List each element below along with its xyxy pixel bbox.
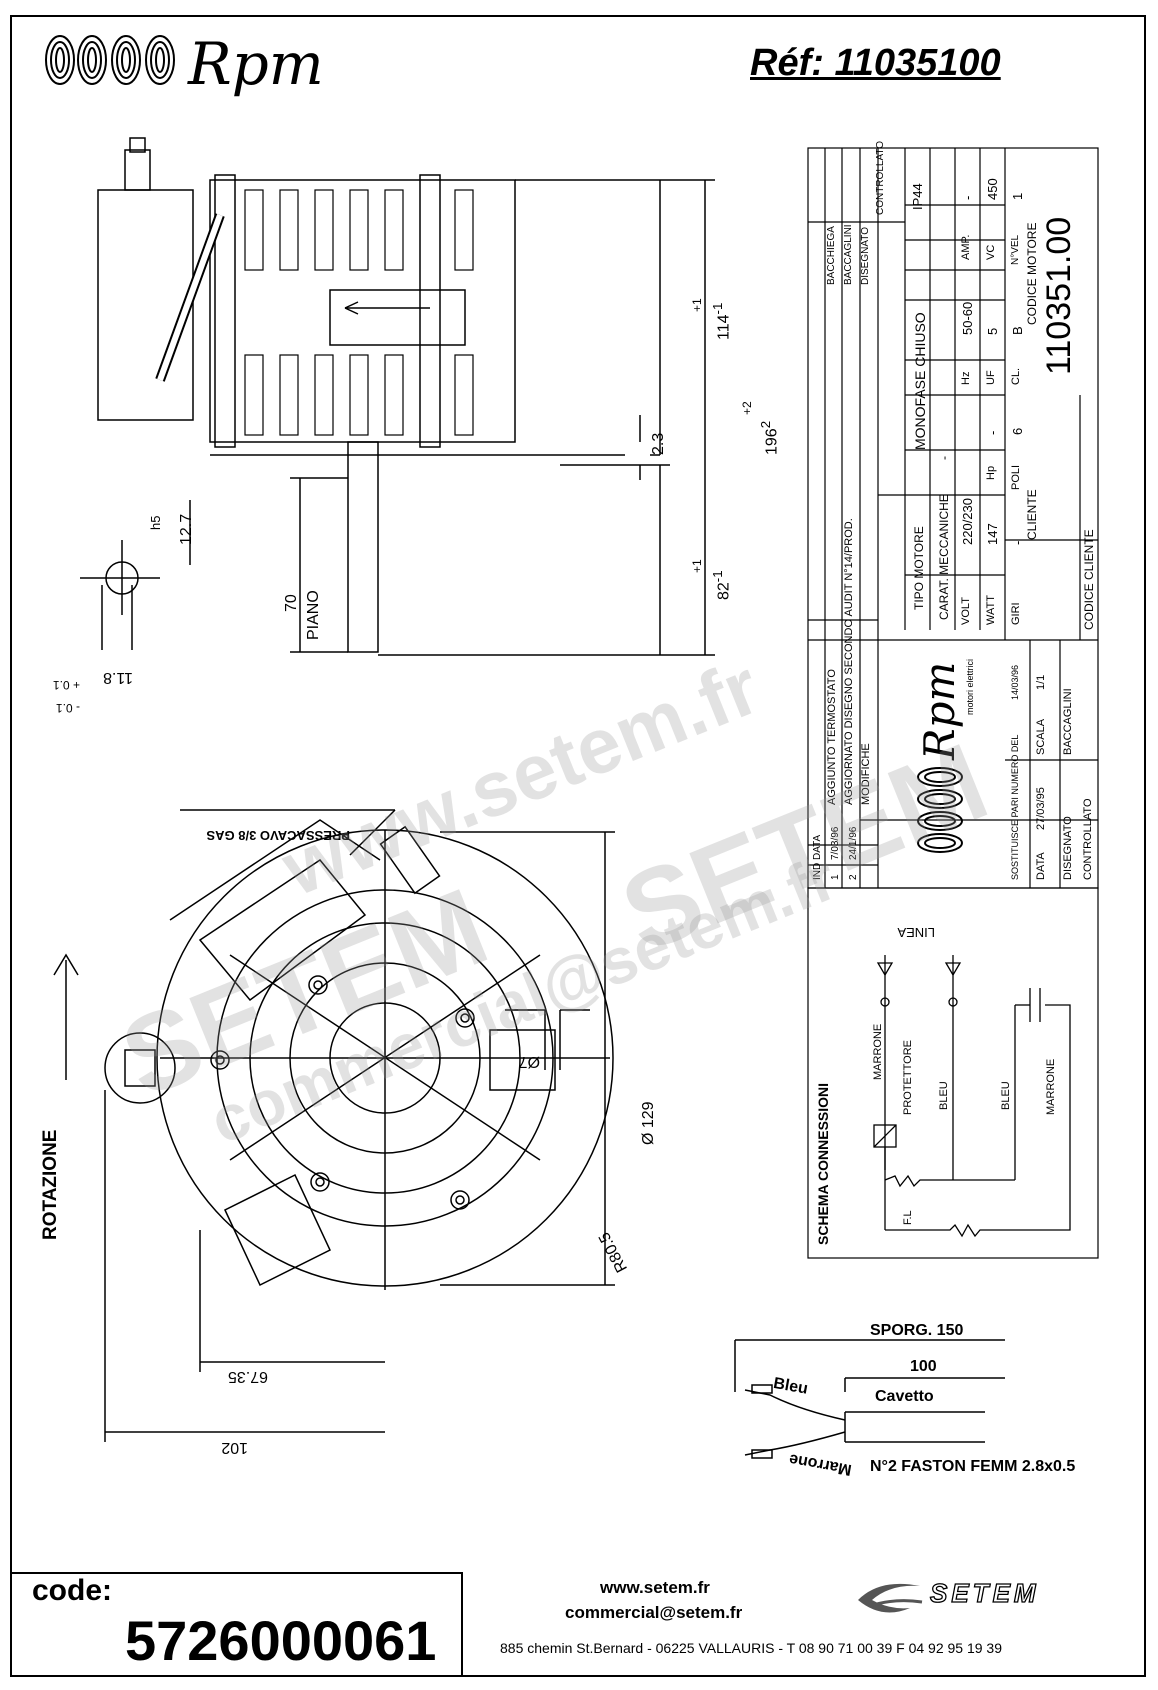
fl-label: F.L [902, 1210, 914, 1225]
company-logo-text: SETEM [929, 1577, 1040, 1608]
dim-sporg: SPORG. 150 [870, 1322, 964, 1339]
code-value: 5726000061 [125, 1609, 437, 1672]
email: commercial@setem.fr [565, 1603, 743, 1622]
drawing-frame [10, 15, 1146, 1677]
rpm-coil-logo [45, 35, 175, 85]
code-label: code: [32, 1574, 113, 1607]
brand-logo-text: Rpm [188, 30, 324, 98]
address: 885 chemin St.Bernard - 06225 VALLAURIS … [500, 1640, 1002, 1656]
schema-title: SCHEMA CONNESSIONI [815, 1082, 831, 1245]
marrone-label-2: MARRONE [1045, 1058, 1057, 1115]
dim-100: 100 [910, 1358, 937, 1375]
linea-label: LINEA [897, 925, 935, 940]
website: www.setem.fr [600, 1578, 710, 1597]
code-box [10, 1572, 463, 1677]
marrone-label-1: MARRONE [872, 1023, 884, 1080]
bleu-label-1: BLEU [938, 1081, 950, 1110]
reference-number: Réf: 11035100 [750, 42, 1001, 84]
tb-coil-logo [917, 767, 963, 853]
faston-label: N°2 FASTON FEMM 2.8x0.5 [870, 1458, 1076, 1475]
bleu-label-2: BLEU [1000, 1081, 1012, 1110]
cavetto-label: Cavetto [875, 1388, 934, 1405]
protettore-label: PROTETTORE [902, 1040, 914, 1115]
setem-swirl-logo [858, 1583, 923, 1613]
